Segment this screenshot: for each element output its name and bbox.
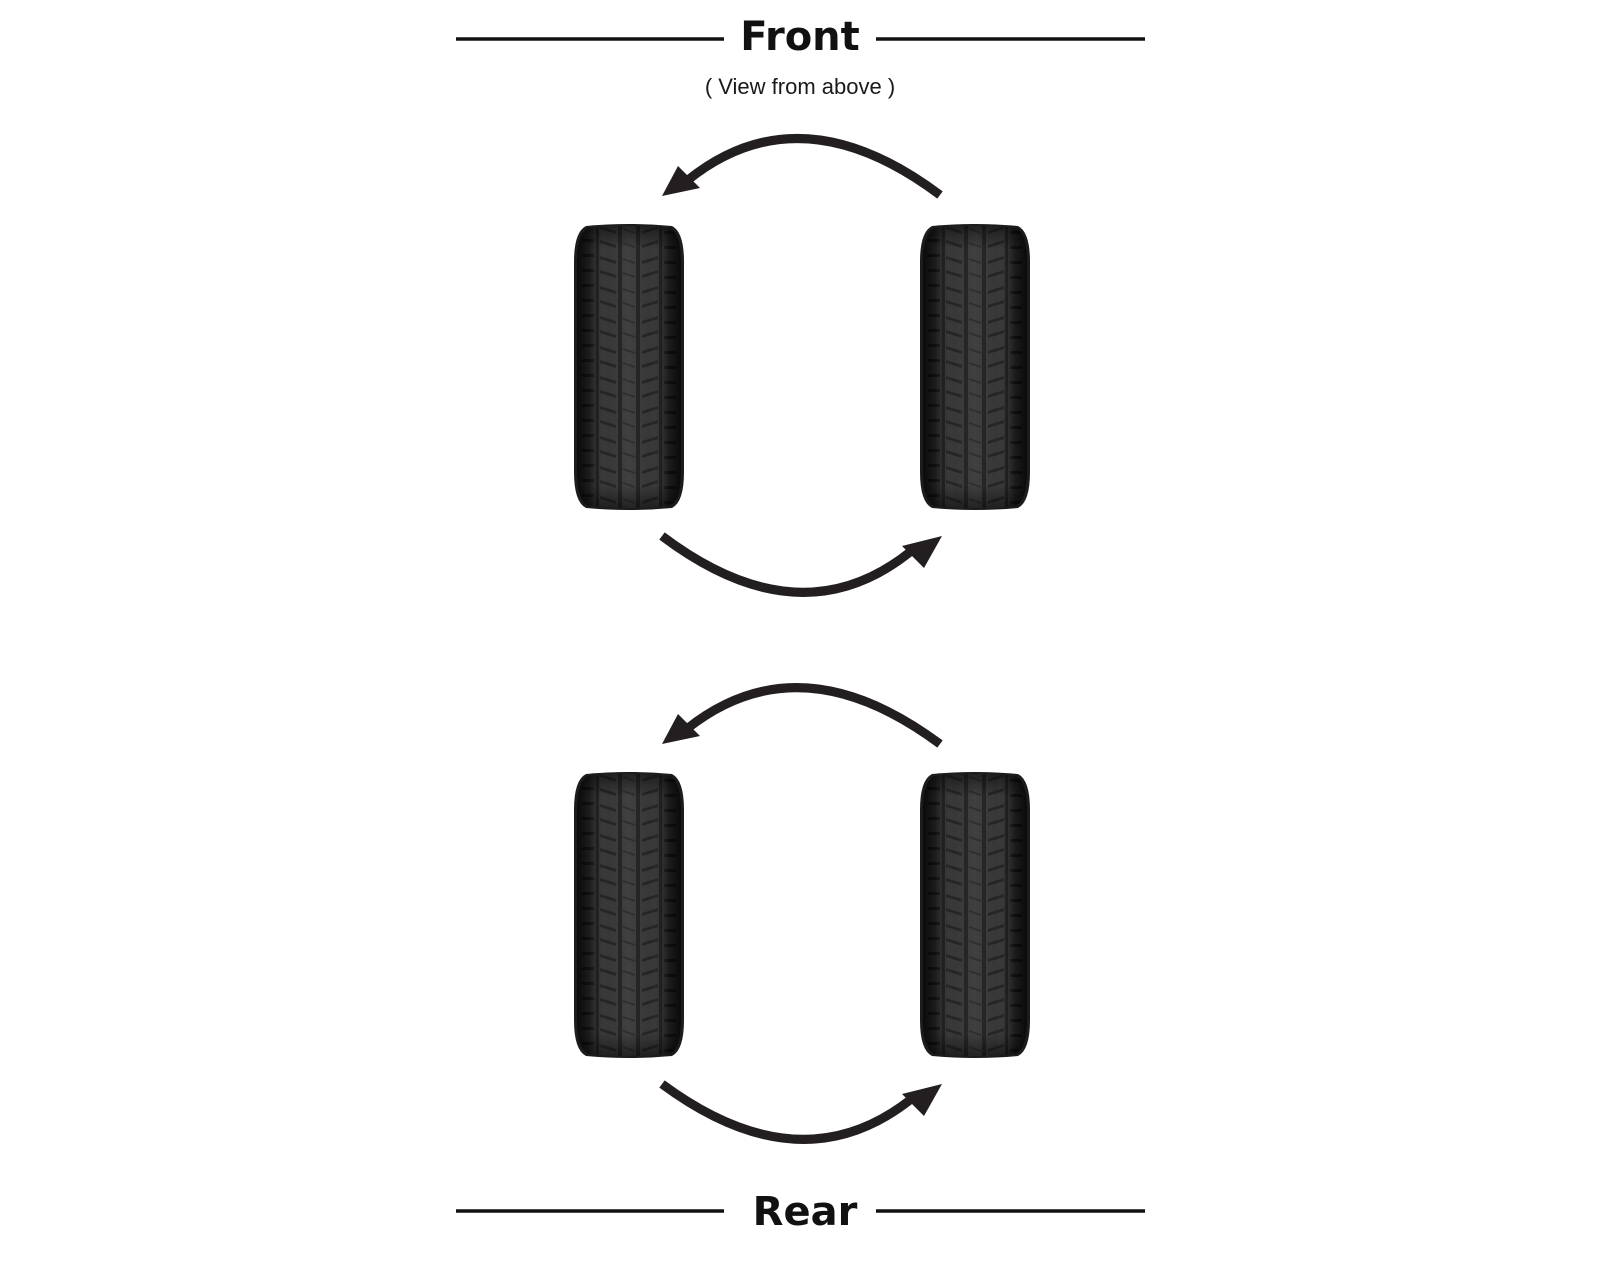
tire-front-left <box>574 224 684 510</box>
front-label: Front <box>740 14 860 60</box>
view-subtitle: ( View from above ) <box>705 74 895 99</box>
arrow-head-rear-left <box>662 714 700 744</box>
arrow-rear-right-to-left <box>685 683 943 748</box>
arrow-rear-left-to-right <box>659 1080 913 1144</box>
rear-axle <box>574 683 1030 1144</box>
tire-rear-left <box>574 772 684 1058</box>
front-axle <box>574 134 1030 597</box>
arrow-head-front-right <box>902 536 942 568</box>
arrow-head-front-left <box>662 166 700 196</box>
arrow-front-left-to-right <box>659 532 913 597</box>
rear-header: Rear <box>456 1189 1145 1235</box>
arrow-head-rear-right <box>902 1084 942 1116</box>
tire-rear-right <box>920 772 1030 1058</box>
arrow-front-right-to-left <box>685 134 943 199</box>
rear-label: Rear <box>753 1189 858 1235</box>
front-header: Front <box>456 14 1145 60</box>
tire-front-right <box>920 224 1030 510</box>
